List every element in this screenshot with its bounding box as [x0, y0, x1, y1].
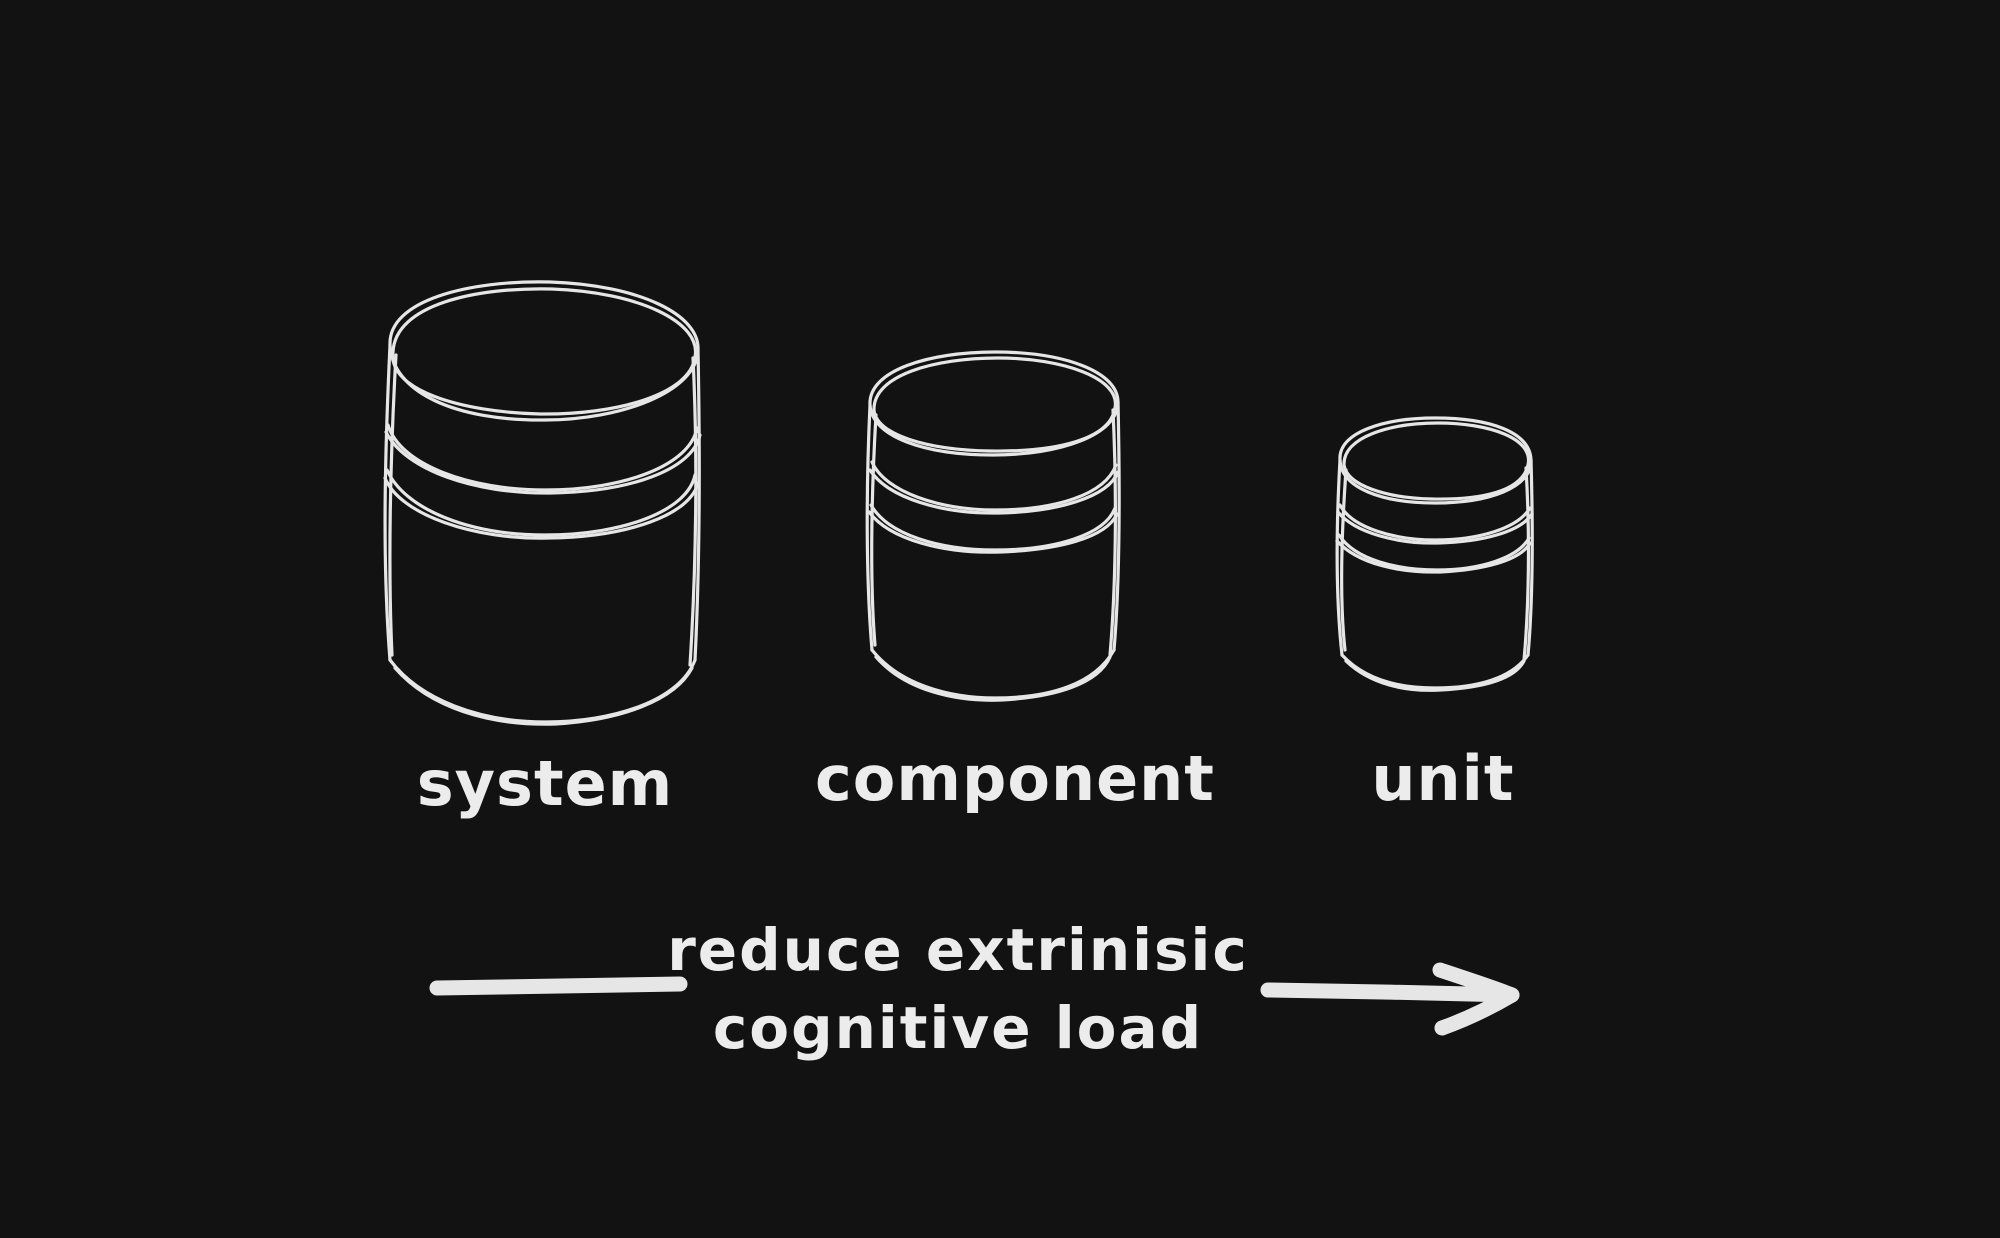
unit-cylinder [1337, 418, 1532, 690]
label-unit: unit [1371, 742, 1514, 815]
label-component: component [815, 742, 1215, 815]
label-system: system [417, 747, 674, 820]
arrow-right-segment [1268, 990, 1512, 995]
arrow-caption-line1: reduce extrinisic [667, 916, 1249, 984]
arrow-caption-line2: cognitive load [713, 994, 1203, 1062]
component-cylinder [867, 352, 1119, 700]
system-cylinder [385, 282, 700, 724]
arrow-left-segment [437, 984, 680, 988]
